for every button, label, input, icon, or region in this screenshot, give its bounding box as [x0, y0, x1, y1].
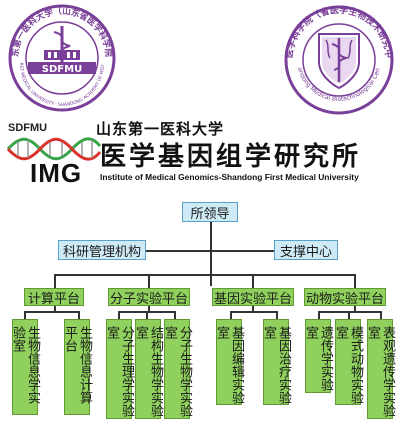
- lab-gene-editing: 基因编辑实验室: [214, 319, 244, 405]
- connector: [174, 311, 176, 319]
- connector: [380, 311, 382, 319]
- institute-name-en: Institute of Medical Genomics-Shandong F…: [100, 172, 359, 182]
- dna-helix-icon: [6, 134, 102, 164]
- lab-label: 生物信息学实验室: [10, 326, 40, 404]
- connector: [318, 311, 320, 319]
- connector: [210, 222, 212, 286]
- lab-label: 表观遗传学实验室: [365, 326, 395, 417]
- lab-epigenetics: 表观遗传学实验室: [365, 319, 395, 419]
- lab-label: 基因编辑实验室: [214, 326, 244, 404]
- platform-computing: 计算平台: [24, 288, 84, 307]
- platform-gene: 基因实验平台: [212, 288, 294, 307]
- connector: [230, 311, 232, 319]
- lab-label: 模式动物实验室: [333, 326, 363, 404]
- connector: [348, 311, 350, 319]
- lab-bioinformatics-computing: 生物信息计算平台: [62, 319, 92, 415]
- connector: [148, 306, 150, 312]
- lab-molecular-physiology: 分子生理学实验室: [104, 319, 134, 419]
- connector: [54, 274, 356, 276]
- academy-seal-logo: 肖妇医学科学院（省医学生物技术研究中心） Shandong Medical Bi…: [276, 0, 396, 116]
- lab-structural-biology: 结构生物学实验室: [133, 319, 163, 419]
- lab-label: 生物信息计算平台: [62, 326, 92, 404]
- lab-bioinformatics: 生物信息学实验室: [10, 319, 40, 415]
- lab-label: 分子生物学实验室: [162, 326, 192, 417]
- org-root-node: 所领导: [182, 202, 238, 222]
- img-logo-text: IMG: [30, 158, 83, 188]
- connector: [54, 306, 56, 312]
- lab-label: 遗传学实验室: [303, 326, 333, 391]
- org-node-support-center: 支撑中心: [274, 240, 338, 260]
- connector: [54, 274, 56, 288]
- lab-label: 结构生物学实验室: [133, 326, 163, 417]
- connector: [252, 274, 254, 288]
- connector: [118, 250, 306, 252]
- sdfmu-label: SDFMU: [8, 122, 48, 134]
- connector: [276, 311, 278, 319]
- institute-name-cn: 医学基因组学研究所: [100, 142, 362, 172]
- seal-banner-text: SDFMU: [42, 64, 82, 75]
- connector: [78, 311, 80, 319]
- connector: [146, 311, 148, 319]
- org-node-research-management: 科研管理机构: [58, 240, 146, 260]
- platform-animal: 动物实验平台: [304, 288, 386, 307]
- platform-molecular: 分子实验平台: [108, 288, 190, 307]
- lab-genetics: 遗传学实验室: [303, 319, 333, 393]
- connector: [354, 274, 356, 288]
- lab-model-animal: 模式动物实验室: [333, 319, 363, 405]
- connector: [148, 274, 150, 288]
- lab-molecular-biology: 分子生物学实验室: [162, 319, 192, 419]
- connector: [252, 306, 254, 312]
- connector: [354, 306, 356, 312]
- lab-gene-therapy: 基因治疗实验室: [261, 319, 291, 405]
- lab-label: 基因治疗实验室: [261, 326, 291, 404]
- university-name: 山东第一医科大学: [96, 120, 225, 138]
- lab-label: 分子生理学实验室: [104, 326, 134, 417]
- connector: [230, 311, 276, 313]
- connector: [24, 311, 26, 319]
- connector: [118, 311, 120, 319]
- connector: [24, 311, 78, 313]
- university-seal-logo: SDFMU 山东第一医科大学（山东省医学科学院） SHANDONG FIRST …: [0, 0, 120, 114]
